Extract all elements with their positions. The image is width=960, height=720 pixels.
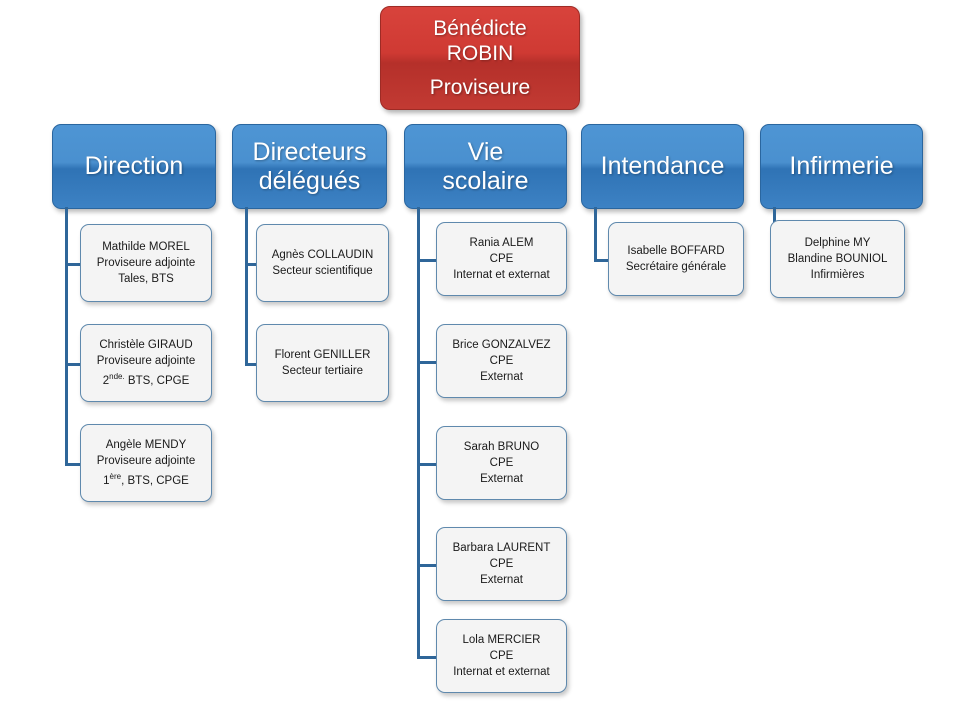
- dept-header-direction[interactable]: Direction: [52, 124, 216, 209]
- person-scope-ordinal-suffix: ère: [109, 472, 122, 482]
- dept-header-intendance[interactable]: Intendance: [581, 124, 744, 209]
- person-name: Brice GONZALVEZ: [452, 339, 551, 351]
- person-name: Sarah BRUNO: [463, 441, 540, 453]
- person-role: CPE: [489, 650, 514, 662]
- dept-header-label-line2: délégués: [258, 166, 361, 195]
- person-scope-tail: BTS, CPGE: [124, 374, 190, 387]
- person-role: Secteur scientifique: [272, 265, 373, 277]
- person-scope: Internat et externat: [453, 269, 550, 281]
- person-name: Delphine MY: [804, 237, 871, 249]
- person-name: Agnès COLLAUDIN: [271, 249, 374, 261]
- connector-trunk-direction: [65, 207, 68, 463]
- person-name: Isabelle BOFFARD: [627, 245, 725, 257]
- connector-trunk-directeurs-delegues: [245, 207, 248, 363]
- connector-stub-vie-scolaire-1: [417, 361, 436, 364]
- person-name: Rania ALEM: [469, 237, 534, 249]
- root-node-proviseure[interactable]: Bénédicte ROBIN Proviseure: [380, 6, 580, 110]
- connector-stub-direction-2: [65, 463, 80, 466]
- person-node-sarah-bruno[interactable]: Sarah BRUNO CPE Externat: [436, 426, 567, 500]
- dept-header-label: Direction: [84, 152, 184, 180]
- person-role: Proviseure adjointe: [96, 257, 196, 269]
- person-node-lola-mercier[interactable]: Lola MERCIER CPE Internat et externat: [436, 619, 567, 693]
- root-last-name: ROBIN: [446, 42, 514, 65]
- person-node-agnes-collaudin[interactable]: Agnès COLLAUDIN Secteur scientifique: [256, 224, 389, 302]
- person-scope: Internat et externat: [453, 666, 550, 678]
- connector-stub-direction-0: [65, 263, 80, 266]
- person-role: CPE: [489, 558, 514, 570]
- connector-stub-vie-scolaire-3: [417, 564, 436, 567]
- person-scope-base: 1: [103, 474, 110, 487]
- person-node-florent-geniller[interactable]: Florent GENILLER Secteur tertiaire: [256, 324, 389, 402]
- person-role: CPE: [489, 253, 514, 265]
- person-node-rania-alem[interactable]: Rania ALEM CPE Internat et externat: [436, 222, 567, 296]
- person-node-isabelle-boffard[interactable]: Isabelle BOFFARD Secrétaire générale: [608, 222, 744, 296]
- person-node-brice-gonzalvez[interactable]: Brice GONZALVEZ CPE Externat: [436, 324, 567, 398]
- person-role: CPE: [489, 457, 514, 469]
- person-name: Angèle MENDY: [105, 439, 187, 452]
- connector-stub-directeurs-delegues-0: [245, 263, 256, 266]
- connector-stub-vie-scolaire-2: [417, 463, 436, 466]
- person-role: Secteur tertiaire: [281, 365, 364, 377]
- connector-stub-vie-scolaire-0: [417, 259, 436, 262]
- person-scope-base: 2: [102, 374, 110, 387]
- person-role: Proviseure adjointe: [96, 455, 196, 468]
- person-scope-ordinal-suffix: nde.: [109, 372, 125, 382]
- person-scope: Externat: [480, 574, 523, 586]
- connector-stub-directeurs-delegues-1: [245, 363, 256, 366]
- connector-trunk-intendance: [594, 207, 597, 259]
- person-node-barbara-laurent[interactable]: Barbara LAURENT CPE Externat: [436, 527, 567, 601]
- dept-header-label-line2: scolaire: [442, 166, 529, 195]
- person-scope: Externat: [480, 371, 523, 383]
- person-name: Mathilde MOREL: [102, 241, 190, 253]
- dept-header-infirmerie[interactable]: Infirmerie: [760, 124, 923, 209]
- connector-stub-vie-scolaire-4: [417, 656, 436, 659]
- person-scope: Tales, BTS: [118, 273, 174, 285]
- person-role: Blandine BOUNIOL: [787, 253, 888, 265]
- root-first-name: Bénédicte: [433, 17, 527, 40]
- person-name: Barbara LAURENT: [452, 542, 551, 554]
- person-node-infirmieres[interactable]: Delphine MY Blandine BOUNIOL Infirmières: [770, 220, 905, 298]
- person-role: Proviseure adjointe: [96, 355, 196, 368]
- person-name: Lola MERCIER: [462, 634, 541, 646]
- person-scope-tail: , BTS, CPGE: [121, 474, 189, 487]
- person-scope: Externat: [480, 473, 523, 485]
- connector-stub-direction-1: [65, 363, 80, 366]
- person-name: Florent GENILLER: [274, 349, 371, 361]
- person-scope: 1ère, BTS, CPGE: [103, 469, 189, 489]
- connector-stub-intendance-0: [594, 259, 608, 262]
- root-name: Bénédicte ROBIN: [433, 16, 526, 66]
- dept-header-label: Infirmerie: [789, 152, 894, 180]
- dept-header-label: Intendance: [600, 152, 725, 180]
- person-name: Christèle GIRAUD: [99, 339, 193, 352]
- person-scope: Infirmières: [810, 269, 865, 281]
- person-role: Secrétaire générale: [625, 261, 727, 273]
- person-role: CPE: [489, 355, 514, 367]
- connector-trunk-vie-scolaire: [417, 207, 420, 656]
- person-scope: 2nde. BTS, CPGE: [103, 369, 190, 389]
- root-role: Proviseure: [429, 76, 531, 99]
